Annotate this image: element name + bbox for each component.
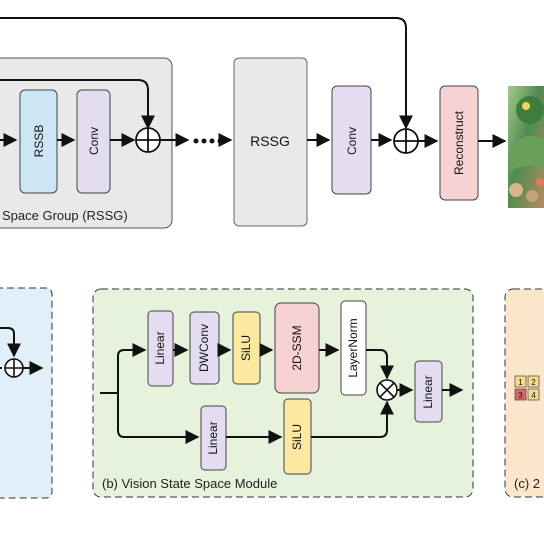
rssb-label: RSSB bbox=[32, 125, 46, 158]
vssm-lower-branch bbox=[117, 393, 200, 444]
vssm-linear-out-label: Linear bbox=[421, 375, 435, 408]
panel-c-caption: (c) 2 bbox=[514, 476, 540, 491]
panel-a-skip-arrow bbox=[0, 327, 21, 358]
vssm-linear-a-label: Linear bbox=[153, 331, 167, 364]
add-node-2 bbox=[393, 128, 419, 154]
vssm-linear-a: Linear bbox=[147, 310, 174, 387]
vssm-2d-ssm: 2D-SSM bbox=[274, 302, 320, 394]
patch-1: 1 bbox=[518, 378, 523, 387]
rssg-group-caption: Space Group (RSSG) bbox=[2, 208, 128, 223]
rssg-block: RSSG bbox=[233, 57, 308, 227]
vssm-upper-branch bbox=[117, 343, 147, 393]
reconstruct-label: Reconstruct bbox=[452, 110, 466, 175]
group-skip-arrow bbox=[0, 79, 155, 130]
vssm-silu-b-label: SiLU bbox=[290, 424, 304, 450]
vssm-2d-ssm-label: 2D-SSM bbox=[290, 325, 304, 370]
panel-b-caption: (b) Vision State Space Module bbox=[102, 476, 277, 491]
conv-block-1: Conv bbox=[76, 89, 111, 194]
patch-3: 3 bbox=[518, 391, 523, 400]
vssm-linear-b: Linear bbox=[200, 405, 227, 471]
panel-a bbox=[0, 287, 53, 499]
vssm-dwconv: DWConv bbox=[189, 311, 220, 385]
multiply-node bbox=[376, 379, 398, 401]
output-image bbox=[508, 86, 544, 208]
vssm-layernorm: LayerNorm bbox=[340, 300, 367, 396]
panel-a-add-node bbox=[4, 358, 24, 378]
arrow-layernorm-mult bbox=[366, 349, 394, 380]
arrow-silu-b-mult bbox=[311, 400, 394, 438]
vssm-linear-b-label: Linear bbox=[206, 421, 220, 454]
vssm-silu-a-label: SiLU bbox=[239, 335, 253, 361]
ellipsis-dots bbox=[193, 138, 223, 144]
vssm-silu-a: SiLU bbox=[232, 311, 261, 385]
conv-label-2: Conv bbox=[345, 127, 359, 155]
global-skip-arrow bbox=[0, 17, 413, 130]
patch-4: 4 bbox=[531, 391, 536, 400]
add-node-1 bbox=[135, 127, 161, 153]
rssb-block: RSSB bbox=[19, 89, 58, 194]
rssg-label: RSSG bbox=[250, 133, 290, 149]
patch-grid: 1 2 3 4 bbox=[514, 375, 540, 401]
vssm-linear-out: Linear bbox=[414, 360, 443, 423]
vssm-dwconv-label: DWConv bbox=[197, 324, 211, 372]
patch-2: 2 bbox=[531, 378, 536, 387]
reconstruct-block: Reconstruct bbox=[439, 85, 479, 201]
vssm-layernorm-label: LayerNorm bbox=[346, 318, 360, 377]
conv-label-1: Conv bbox=[87, 127, 101, 155]
vssm-silu-b: SiLU bbox=[283, 398, 312, 475]
conv-block-2: Conv bbox=[331, 85, 372, 195]
